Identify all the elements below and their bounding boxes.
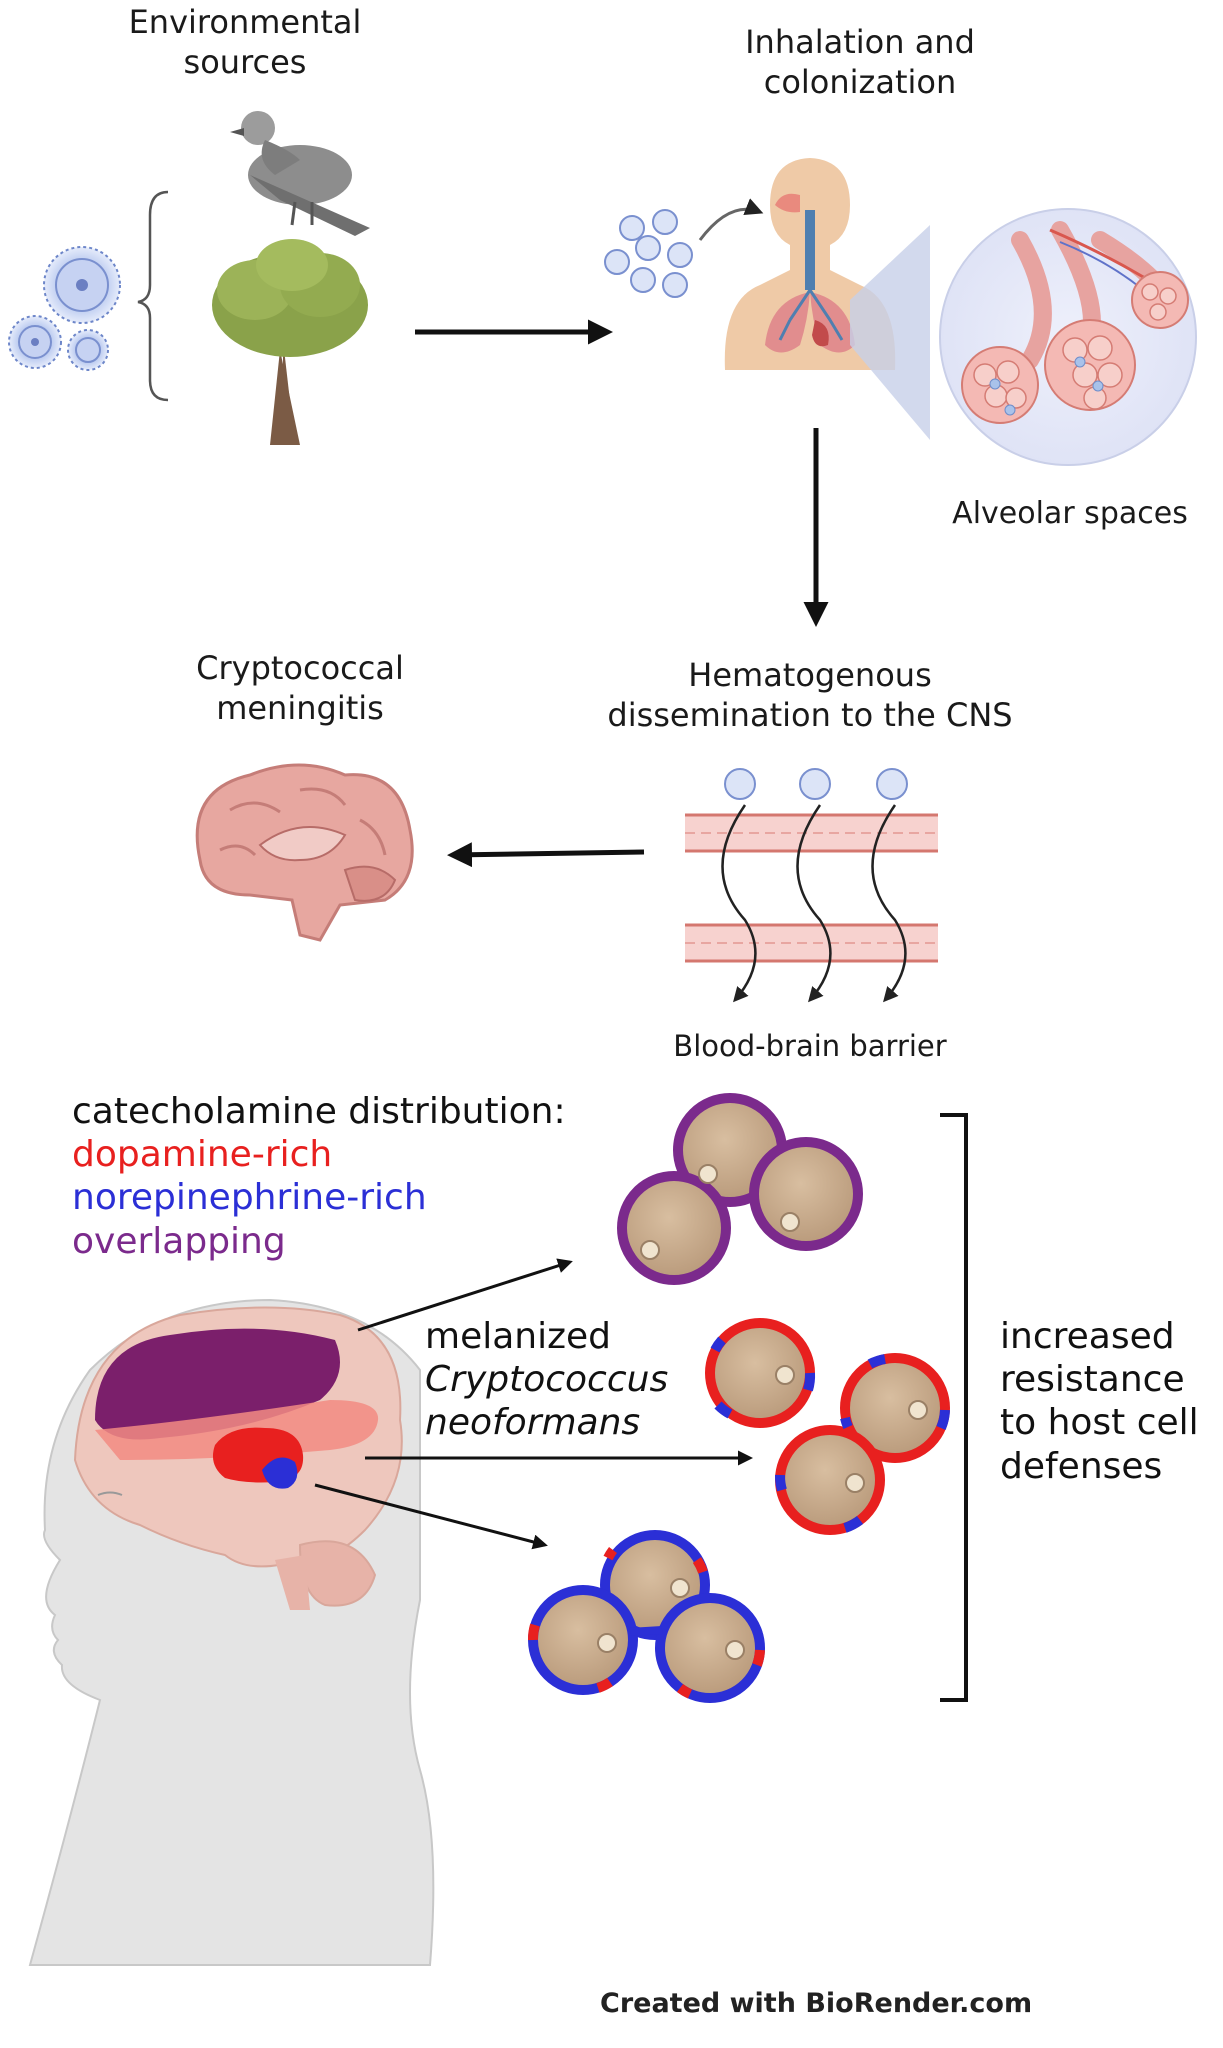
biorender-credit: Created with BioRender.com xyxy=(600,1988,1033,2019)
label-environmental-sources: Environmental sources xyxy=(128,3,362,81)
spore-icon xyxy=(43,246,121,324)
inhalation-arrow xyxy=(698,198,764,241)
melanized-line3: neoformans xyxy=(425,1402,641,1444)
cell-cluster-dopamine xyxy=(705,1318,950,1535)
alveoli-zoom-icon xyxy=(939,208,1197,466)
spore-cluster-environment xyxy=(8,246,121,371)
zoom-wedge xyxy=(850,225,930,440)
arrow-head-to-norepinephrine xyxy=(314,1483,548,1550)
spore-cluster-inhaled xyxy=(604,209,693,298)
label-hematogenous-dissemination: Hematogenous dissemination to the CNS xyxy=(607,656,1013,734)
pigeon-icon xyxy=(230,111,370,236)
grouping-bracket xyxy=(940,1113,968,1702)
cell-cluster-norepinephrine xyxy=(528,1530,765,1703)
legend-title: catecholamine distribution: xyxy=(72,1091,566,1132)
legend-overlapping: overlapping xyxy=(72,1220,286,1262)
legend-norepinephrine: norepinephrine-rich xyxy=(72,1177,427,1219)
melanized-line2: Cryptococcus xyxy=(425,1359,669,1401)
brain-sagittal-icon xyxy=(195,763,414,942)
label-blood-brain-barrier: Blood-brain barrier xyxy=(673,1029,947,1063)
label-alveolar-spaces: Alveolar spaces xyxy=(952,496,1188,531)
label-melanized-cryptococcus: melanized Cryptococcus neoformans xyxy=(425,1315,668,1445)
label-cryptococcal-meningitis: Cryptococcal meningitis xyxy=(196,649,404,727)
arrow-head-to-overlapping xyxy=(357,1258,573,1332)
spore-icon xyxy=(8,315,62,369)
tree-icon xyxy=(212,239,368,445)
melanized-line1: melanized xyxy=(425,1316,611,1357)
norepinephrine-region xyxy=(262,1457,298,1489)
label-increased-resistance: increased resistance to host cell defens… xyxy=(1000,1316,1199,1487)
spore-icon xyxy=(67,329,109,371)
label-inhalation-colonization: Inhalation and colonization xyxy=(745,23,975,101)
legend: catecholamine distribution: dopamine-ric… xyxy=(72,1090,566,1263)
legend-dopamine: dopamine-rich xyxy=(72,1134,333,1176)
blood-brain-barrier-icon xyxy=(685,768,938,1003)
human-head-icon xyxy=(28,1298,435,1966)
arrow-dissemination-to-meningitis xyxy=(447,842,645,868)
grouping-brace xyxy=(137,190,169,402)
